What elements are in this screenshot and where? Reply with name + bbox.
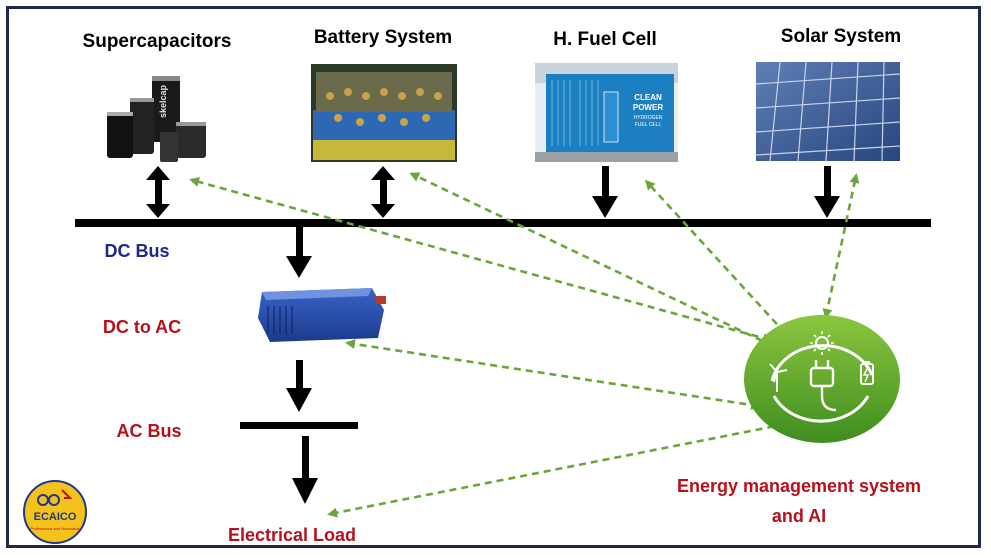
supercap-bidirectional-arrow: [146, 166, 170, 218]
inverter-image: [258, 288, 386, 342]
logo-subtitle: Professional and Honorable: [30, 526, 80, 531]
container-text-3: HYDROGEN: [634, 115, 663, 121]
ecaico-logo: ECAICO Professional and Honorable: [23, 480, 87, 544]
ems-label-line2: and AI: [772, 506, 826, 526]
container-text-2: POWER: [633, 103, 663, 112]
supercap-brand-text: skelcap: [158, 84, 168, 118]
dc-to-ac-label: DC to AC: [103, 317, 181, 337]
dc-bus-label: DC Bus: [104, 241, 169, 261]
diagram-frame: [6, 6, 981, 548]
fuel-cell-down-arrow: [592, 166, 618, 218]
green-energy-circle-icon: [744, 315, 900, 443]
source-title-battery: Battery System: [314, 27, 452, 48]
battery-image: [311, 64, 457, 162]
ems-dashed-links: [189, 172, 860, 518]
source-title-fuel-cell: H. Fuel Cell: [553, 29, 656, 50]
source-title-supercapacitors: Supercapacitors: [83, 31, 232, 52]
fuel-cell-image: CLEAN POWER HYDROGEN FUEL CELL: [535, 63, 678, 162]
link-inverter: [345, 339, 761, 410]
link-load: [327, 420, 789, 518]
solar-panel-image: [755, 61, 901, 162]
ems-label-line1: Energy management system: [677, 476, 921, 496]
source-title-solar: Solar System: [781, 26, 901, 47]
ac-bus-label: AC Bus: [116, 421, 181, 441]
container-text-4: FUEL CELL: [635, 122, 662, 128]
solar-down-arrow: [814, 166, 840, 218]
inverter-to-ac-bus-arrow: [286, 360, 312, 412]
logo-text: ECAICO: [34, 511, 77, 523]
dc-bus-line: [75, 219, 931, 227]
ac-bus-to-load-arrow: [292, 436, 318, 504]
battery-bidirectional-arrow: [371, 166, 395, 218]
link-fuel-cell: [644, 179, 788, 336]
container-text-1: CLEAN: [634, 93, 662, 102]
dc-to-inverter-arrow: [286, 227, 312, 278]
ac-bus-line: [240, 422, 358, 429]
electrical-load-label: Electrical Load: [228, 525, 356, 545]
supercapacitor-image: skelcap: [99, 68, 213, 164]
